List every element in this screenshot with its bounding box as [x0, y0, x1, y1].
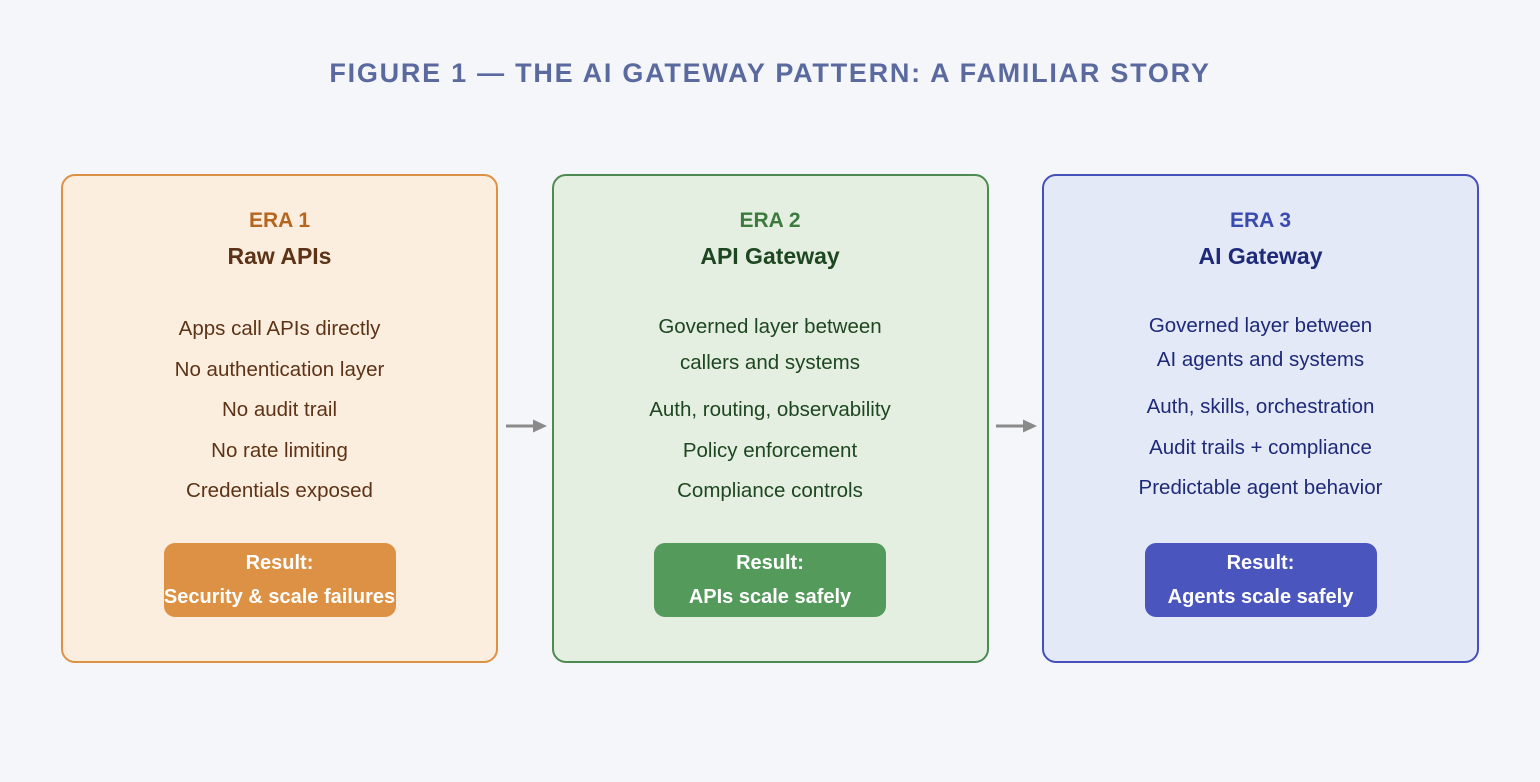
- era-panel-2-era-label: ERA 2: [739, 209, 801, 232]
- era-panel-2-feature-1: Auth, routing, observability: [649, 398, 891, 421]
- era-panel-3-feature-2: Audit trails + compliance: [1149, 435, 1372, 459]
- era-panel-3-title: AI Gateway: [1198, 243, 1323, 269]
- era-panel-2-result-label: Result:: [736, 552, 804, 574]
- era-panel-row: ERA 1 Raw APIs Apps call APIs directly N…: [61, 174, 1479, 663]
- era-panel-3-era-label: ERA 3: [1229, 209, 1292, 232]
- era-panel-3-feature-1: Auth, skills, orchestration: [1146, 395, 1375, 418]
- page-title: FIGURE 1 — THE AI GATEWAY PATTERN: A FAM…: [329, 58, 1211, 88]
- era-panel-3-feature-3: Predictable agent behavior: [1138, 476, 1383, 499]
- era-panel-3-result-badge: Result: Agents scale safely: [1144, 543, 1377, 617]
- connector-arrow-2: [995, 414, 1039, 438]
- era-panel-3-result-value: Agents scale safely: [1167, 586, 1354, 608]
- era-panel-1-feature-3: No audit trail: [221, 398, 338, 421]
- era-panel-2-feature-3: Compliance controls: [677, 479, 863, 502]
- era-panel-1-feature-2: No authentication layer: [174, 357, 385, 381]
- era-panel-2: ERA 2 API Gateway Governed layer between…: [551, 174, 989, 663]
- era-panel-1: ERA 1 Raw APIs Apps call APIs directly N…: [61, 174, 498, 663]
- arrow-right-icon: [506, 419, 547, 433]
- era-panel-2-summary-line-1: Governed layer between: [658, 315, 882, 338]
- era-panel-3-body: Governed layer between AI agents and sys…: [1044, 309, 1477, 509]
- connector-arrow-1: [505, 414, 549, 438]
- era-panel-1-result-label: Result:: [245, 552, 314, 574]
- arrow-right-icon: [996, 419, 1037, 433]
- era-panel-1-body: Apps call APIs directly No authenticatio…: [63, 309, 496, 512]
- era-panel-2-result-badge: Result: APIs scale safely: [654, 543, 886, 617]
- era-panel-3-summary: Governed layer between AI agents and sys…: [1044, 309, 1477, 377]
- era-panel-3: ERA 3 AI Gateway Governed layer between …: [1042, 174, 1479, 663]
- era-panel-1-result-value: Security & scale failures: [163, 586, 396, 608]
- era-panel-1-title: Raw APIs: [227, 243, 332, 269]
- era-panel-2-feature-2: Policy enforcement: [682, 438, 858, 462]
- era-panel-2-body: Governed layer between callers and syste…: [554, 309, 987, 512]
- era-panel-1-feature-1: Apps call APIs directly: [178, 317, 381, 340]
- era-panel-2-result-value: APIs scale safely: [688, 586, 852, 608]
- era-panel-1-feature-4: No rate limiting: [211, 438, 348, 462]
- era-panel-3-summary-line-2: AI agents and systems: [1156, 348, 1365, 371]
- era-panel-3-result-label: Result:: [1226, 552, 1295, 574]
- era-panel-1-result-badge: Result: Security & scale failures: [163, 543, 396, 617]
- era-panel-2-summary: Governed layer between callers and syste…: [554, 309, 987, 381]
- era-panel-1-feature-5: Credentials exposed: [186, 479, 373, 502]
- era-panel-3-summary-line-1: Governed layer between: [1148, 314, 1373, 337]
- era-panel-1-era-label: ERA 1: [248, 209, 311, 232]
- era-panel-2-summary-line-2: callers and systems: [679, 351, 860, 374]
- era-panel-2-title: API Gateway: [700, 243, 840, 269]
